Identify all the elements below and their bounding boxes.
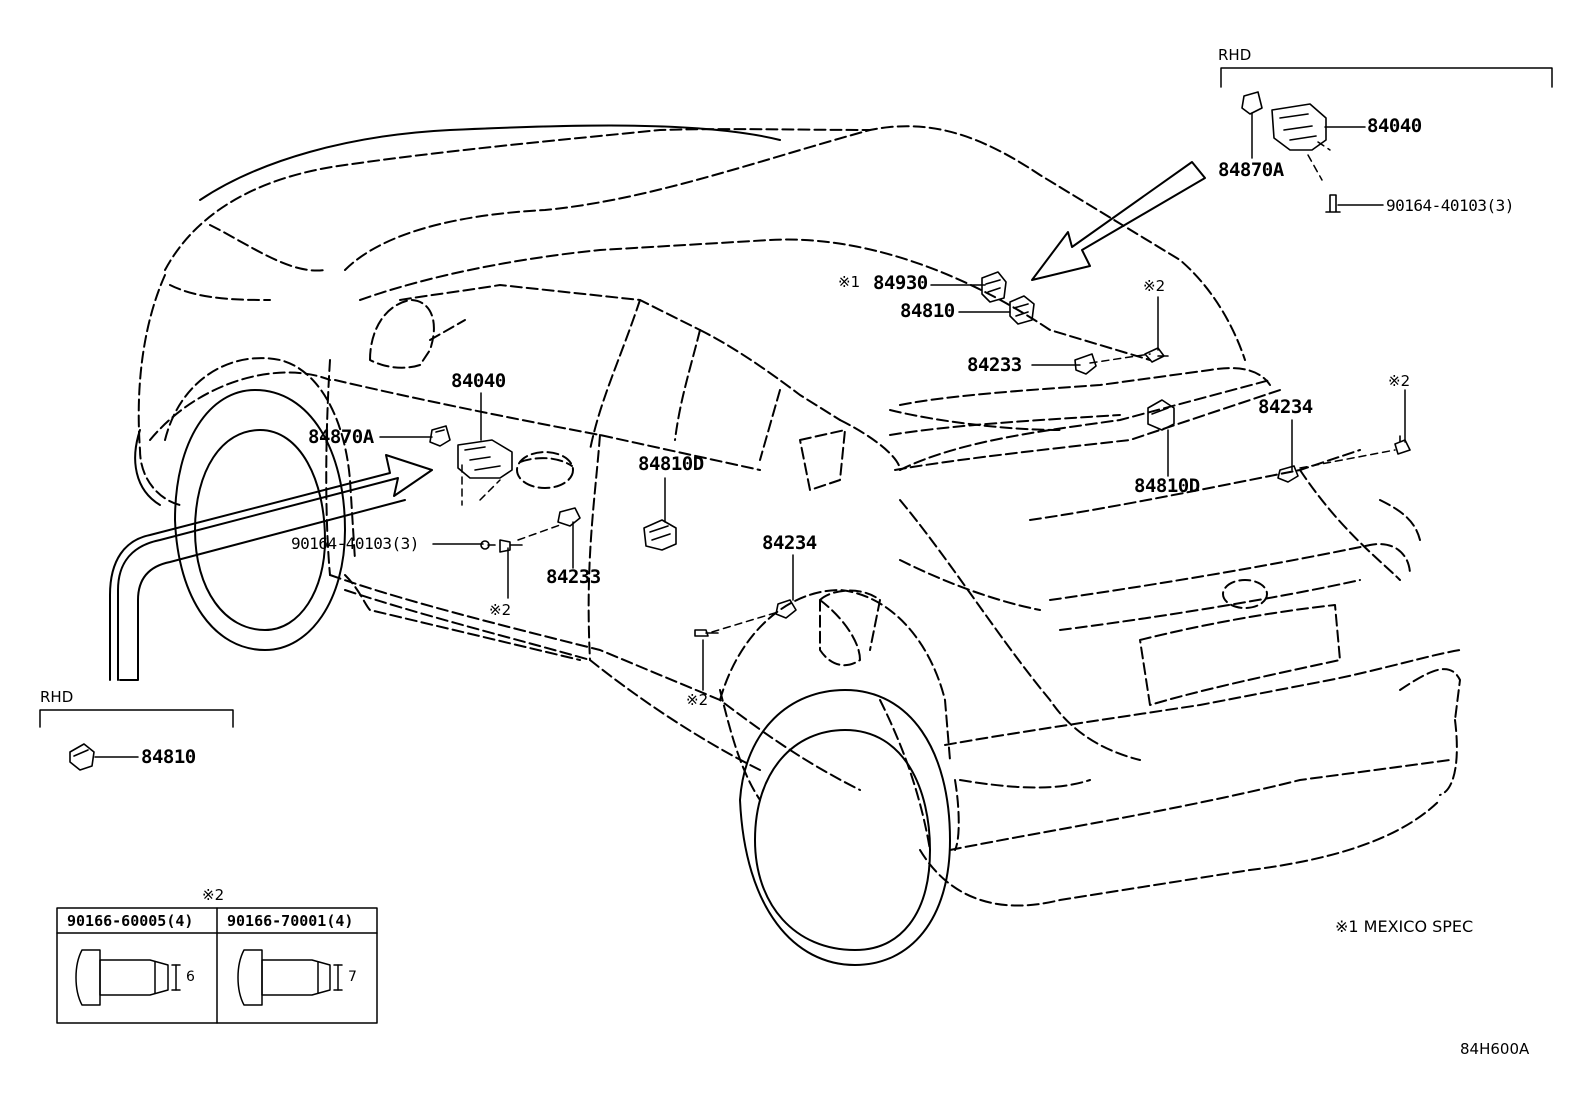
part-icons (69, 91, 1411, 771)
part-label-84810: 84810 (900, 300, 955, 322)
part-label-90164-40103: 90164-40103(3) (291, 534, 419, 553)
dashed-leaders (461, 141, 1396, 633)
arrow-top (1031, 161, 1206, 281)
part-label-84040-rhd: 84040 (1367, 115, 1422, 137)
rhd-label-top: RHD (1218, 46, 1252, 64)
clip-table (56, 907, 378, 1024)
part-label-84233: 84233 (546, 566, 601, 588)
part-label-84040: 84040 (451, 370, 506, 392)
part-label-84870a: 84870A (308, 426, 374, 448)
vehicle-outline (137, 125, 1461, 907)
body-solid-lines (134, 124, 781, 506)
clip-dimension-2: 7 (348, 969, 357, 985)
part-label-90164-40103-rhd: 90164-40103(3) (1386, 196, 1514, 215)
note-mark-2-top: ※2 (1143, 277, 1166, 295)
part-label-84870a-rhd: 84870A (1218, 159, 1284, 181)
part-label-84930: 84930 (873, 272, 928, 294)
part-label-84810d: 84810D (638, 453, 704, 475)
note-mark-2-table: ※2 (202, 886, 225, 904)
note-mark-2-left: ※2 (489, 601, 512, 619)
footnote-mexico-spec: ※1 MEXICO SPEC (1335, 917, 1474, 936)
rhd-label-left: RHD (40, 688, 74, 706)
part-label-84234: 84234 (762, 532, 817, 554)
diagram-code: 84H600A (1460, 1040, 1530, 1058)
clip-part-number-1: 90166-60005(4) (67, 912, 194, 930)
leader-lines (94, 112, 1406, 758)
part-label-84234-right: 84234 (1258, 396, 1313, 418)
clip-part-number-2: 90166-70001(4) (227, 912, 354, 930)
note-mark-1: ※1 (838, 273, 861, 291)
part-label-84810d-right: 84810D (1134, 475, 1200, 497)
part-label-84810-rhd: 84810 (141, 746, 196, 768)
note-mark-2-right: ※2 (1388, 372, 1411, 390)
part-label-84233-top: 84233 (967, 354, 1022, 376)
wheels (174, 389, 951, 966)
rhd-brackets (39, 67, 1553, 728)
arrow-left (109, 454, 433, 681)
note-mark-2-lower: ※2 (686, 691, 709, 709)
clip-dimension-1: 6 (186, 969, 195, 985)
